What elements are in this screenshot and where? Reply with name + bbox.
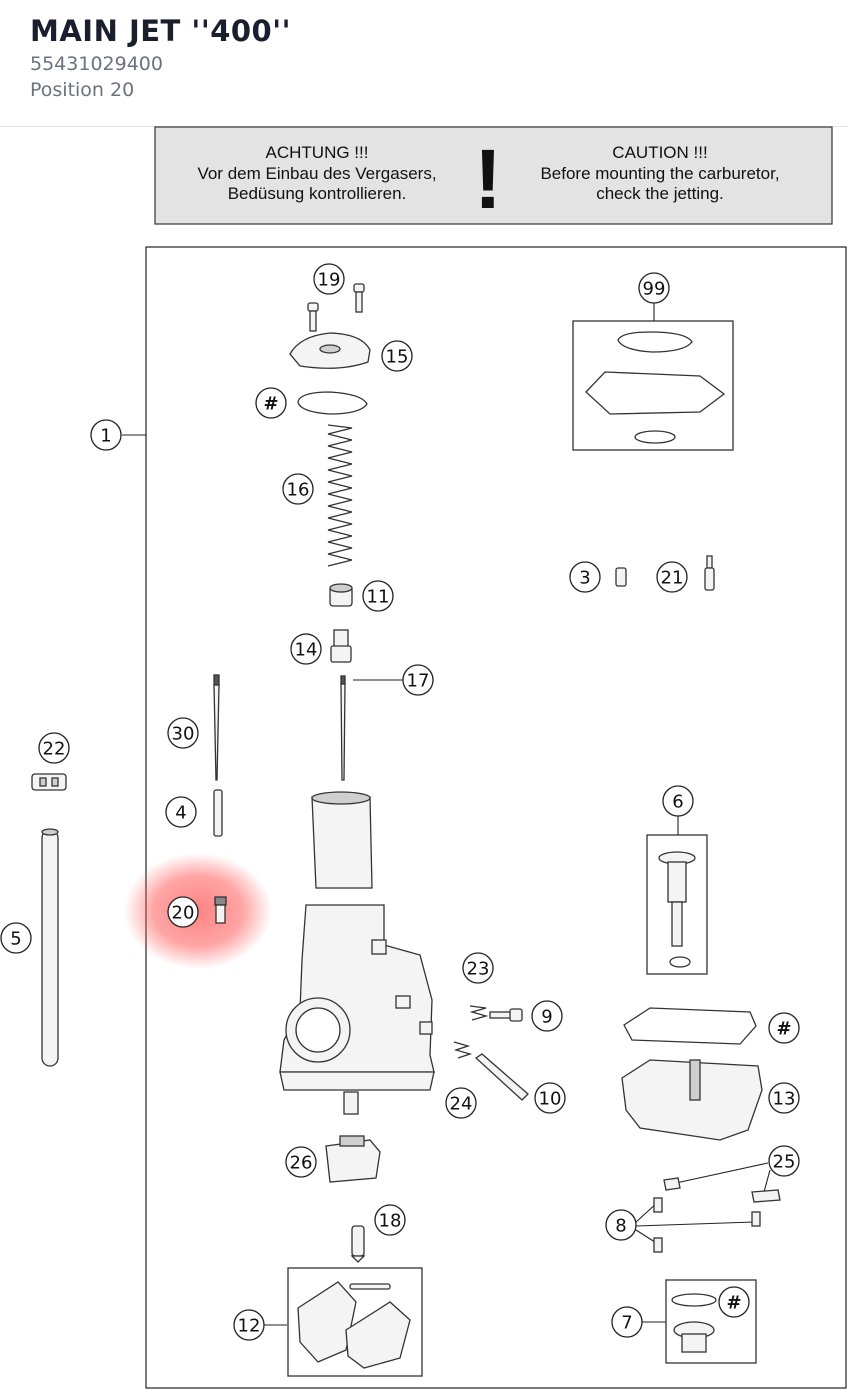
float-bowl-13-icon <box>621 1059 763 1141</box>
callout-19[interactable]: 19 <box>318 270 341 291</box>
callout-25[interactable]: 25 <box>773 1152 796 1173</box>
callout-hash-bowl-gasket[interactable]: # <box>776 1019 791 1040</box>
throttle-slide-icon <box>311 791 373 889</box>
callout-16[interactable]: 16 <box>287 480 310 501</box>
callout-11[interactable]: 11 <box>367 587 390 608</box>
callout-13[interactable]: 13 <box>773 1089 796 1110</box>
part-position: Position 20 <box>30 79 135 101</box>
callout-labels: 1 3 4 5 6 7 8 9 10 11 12 13 14 15 16 17 … <box>10 270 795 1337</box>
clamp-22-icon <box>31 773 67 791</box>
hose-5-icon <box>41 828 59 1067</box>
plate-25b-icon <box>751 1189 781 1203</box>
choke-plunger-box-6 <box>646 834 708 975</box>
callout-4[interactable]: 4 <box>175 803 186 824</box>
callout-14[interactable]: 14 <box>295 640 318 661</box>
adjust-screw-10-icon <box>474 1053 529 1101</box>
callout-5[interactable]: 5 <box>10 929 21 950</box>
bowl-gasket-icon <box>623 1007 757 1045</box>
plate-25a-icon <box>663 1177 681 1191</box>
spring-23-icon <box>469 1005 489 1021</box>
warning-en-line1: Before mounting the carburetor, <box>540 164 779 183</box>
callout-3[interactable]: 3 <box>579 568 590 589</box>
callout-hash-gasket-top[interactable]: # <box>263 394 278 415</box>
gasket-kit-99-icon <box>585 331 726 444</box>
parts-art <box>31 283 781 1377</box>
spring-24-icon <box>453 1041 473 1059</box>
part-number: 55431029400 <box>30 53 163 75</box>
screws-8-icon <box>653 1197 761 1253</box>
float-needle-18-icon <box>350 1225 366 1263</box>
main-jet-20-icon <box>214 896 227 924</box>
callout-26[interactable]: 26 <box>290 1153 313 1174</box>
needle-jet-4-icon <box>213 789 223 837</box>
callout-7[interactable]: 7 <box>621 1313 632 1334</box>
warning-en-line2: check the jetting. <box>596 184 724 203</box>
callout-9[interactable]: 9 <box>541 1007 552 1028</box>
drain-plug-box-7 <box>665 1279 757 1364</box>
callout-21[interactable]: 21 <box>661 568 684 589</box>
gasket-kit-box-99 <box>572 320 734 451</box>
callout-23[interactable]: 23 <box>467 959 490 980</box>
callout-20[interactable]: 20 <box>172 903 195 924</box>
carburetor-assembly-frame <box>145 246 847 1389</box>
callout-30[interactable]: 30 <box>172 724 195 745</box>
cap-15-icon <box>289 332 371 369</box>
warning-de-line2: Bedüsung kontrollieren. <box>228 184 407 203</box>
choke-plunger-6-icon <box>658 851 696 968</box>
air-screw-21-icon <box>704 555 715 591</box>
needle-30-icon <box>213 674 220 781</box>
part-header: MAIN JET ''400'' 55431029400 Position 20 <box>0 0 848 127</box>
pilot-jet-3-icon <box>615 567 627 587</box>
gasket-top-icon <box>297 391 368 415</box>
drain-plug-7-icon <box>671 1293 717 1353</box>
callout-24[interactable]: 24 <box>450 1094 473 1115</box>
warning-banner: ACHTUNG !!! Vor dem Einbau des Vergasers… <box>154 126 833 226</box>
screw-19-icon <box>307 283 365 332</box>
callout-12[interactable]: 12 <box>238 1316 261 1337</box>
callout-15[interactable]: 15 <box>386 347 409 368</box>
callout-17[interactable]: 17 <box>407 671 430 692</box>
callout-8[interactable]: 8 <box>615 1216 626 1237</box>
float-12-icon <box>297 1281 411 1369</box>
part-title: MAIN JET ''400'' <box>30 14 291 48</box>
callout-6[interactable]: 6 <box>672 792 683 813</box>
callout-circles <box>0 263 800 1341</box>
callout-18[interactable]: 18 <box>379 1211 402 1232</box>
callout-hash-drain[interactable]: # <box>726 1293 741 1314</box>
jet-needle-icon <box>340 675 346 781</box>
warning-en-title: CAUTION !!! <box>612 143 707 162</box>
seal-11-icon <box>329 583 353 607</box>
callout-99[interactable]: 99 <box>643 279 666 300</box>
choke-26-icon <box>325 1135 381 1183</box>
callout-22[interactable]: 22 <box>43 739 66 760</box>
warning-de-title: ACHTUNG !!! <box>266 143 369 162</box>
needle-holder-14-icon <box>330 629 352 663</box>
spring-16-icon <box>327 424 353 567</box>
carburetor-body-icon <box>279 904 435 1115</box>
float-box-12 <box>287 1267 423 1377</box>
callout-1[interactable]: 1 <box>100 426 111 447</box>
warning-exclamation-icon: ! <box>474 132 502 226</box>
callout-10[interactable]: 10 <box>539 1089 562 1110</box>
warning-de-line1: Vor dem Einbau des Vergasers, <box>197 164 436 183</box>
idle-screw-9-icon <box>489 1008 523 1022</box>
